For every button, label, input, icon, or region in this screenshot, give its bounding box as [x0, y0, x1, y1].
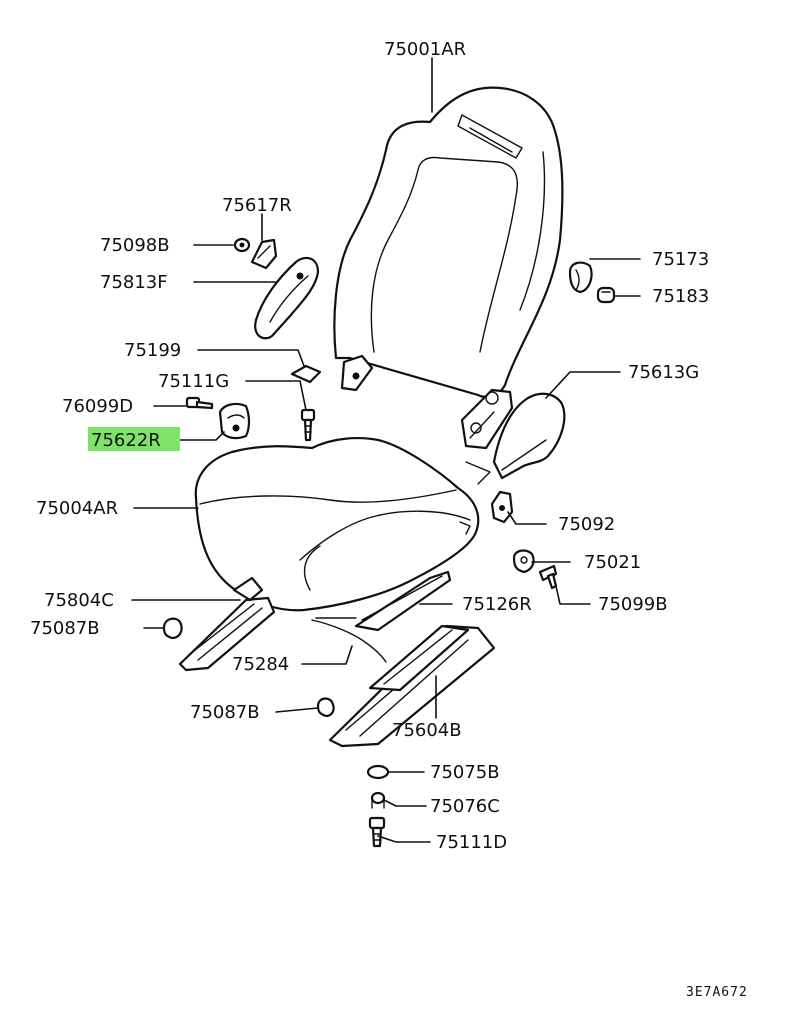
label-75813F[interactable]: 75813F — [100, 272, 168, 293]
cap-75622R-part — [218, 402, 251, 440]
nut-75087B-mid-part — [316, 697, 335, 718]
label-75183[interactable]: 75183 — [652, 286, 709, 307]
screw-75111G-part — [300, 408, 316, 442]
label-75111G[interactable]: 75111G — [158, 371, 229, 392]
rail-75804C-part — [178, 576, 276, 672]
label-75126R[interactable]: 75126R — [462, 594, 532, 615]
link-75092-part — [465, 461, 514, 524]
label-75098B[interactable]: 75098B — [100, 235, 170, 256]
bolt-75099B-part — [538, 564, 558, 590]
screw-76099D-part — [185, 396, 214, 410]
label-75199[interactable]: 75199 — [124, 340, 181, 361]
label-75075B[interactable]: 75075B — [430, 762, 500, 783]
bracket-75199-part — [290, 364, 322, 384]
plug-75183-part — [596, 286, 616, 304]
label-75004AR[interactable]: 75004AR — [36, 498, 118, 519]
label-75001AR[interactable]: 75001AR — [384, 39, 466, 60]
nut-75087B-left-part — [162, 617, 183, 640]
seat-back-part — [333, 86, 564, 450]
nut-75021-part — [512, 549, 535, 574]
leader-lines — [131, 57, 641, 843]
knob-75813F-part — [254, 256, 320, 340]
label-75099B[interactable]: 75099B — [598, 594, 668, 615]
label-75613G[interactable]: 75613G — [628, 362, 699, 383]
lever-75617R-part — [250, 238, 278, 270]
label-75622R[interactable]: 75622R — [91, 430, 161, 451]
label-75092[interactable]: 75092 — [558, 514, 615, 535]
label-75076C[interactable]: 75076C — [430, 796, 500, 817]
label-75087B-mid[interactable]: 75087B — [190, 702, 260, 723]
label-75087B-left[interactable]: 75087B — [30, 618, 100, 639]
grommet-75173-part — [568, 261, 593, 294]
washer-75075B-part — [366, 764, 390, 780]
cable-75284-part — [311, 617, 387, 663]
rail-75604B-part — [328, 624, 496, 748]
diagram-reference-code: 3E7A672 — [686, 985, 748, 1000]
label-75173[interactable]: 75173 — [652, 249, 709, 270]
side-cover-part — [492, 392, 566, 480]
part-labels: 75001AR 75617R 75098B 75813F 75173 75183… — [30, 39, 748, 1000]
rail-75126R-part — [354, 570, 452, 632]
label-75604B[interactable]: 75604B — [392, 720, 462, 741]
highlight-box — [88, 427, 180, 451]
label-75021[interactable]: 75021 — [584, 552, 641, 573]
bolt-75111D-part — [368, 816, 386, 848]
label-75111D[interactable]: 75111D — [436, 832, 507, 853]
label-76099D[interactable]: 76099D — [62, 396, 133, 417]
label-75617R[interactable]: 75617R — [222, 195, 292, 216]
label-75284[interactable]: 75284 — [232, 654, 289, 675]
label-75804C[interactable]: 75804C — [44, 590, 114, 611]
washer-75098B-part — [233, 237, 251, 253]
spacer-75076C-part — [370, 791, 386, 809]
